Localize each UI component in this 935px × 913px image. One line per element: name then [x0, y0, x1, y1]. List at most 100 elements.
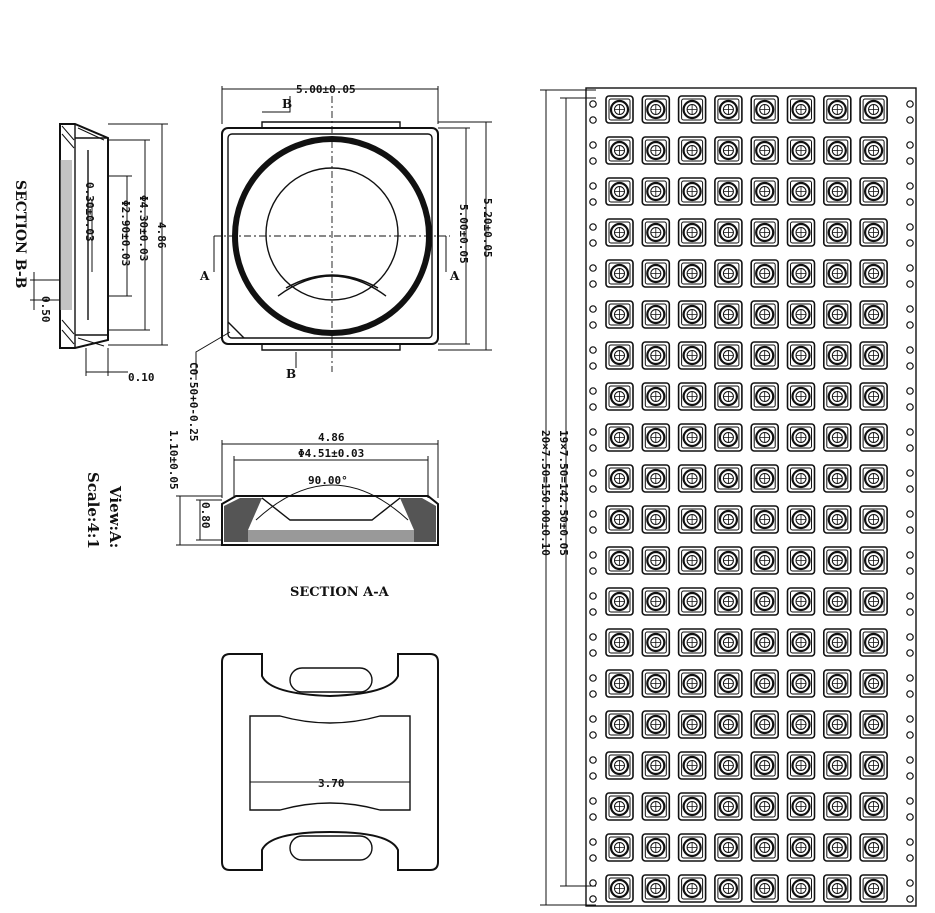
package-tabs: [261, 121, 401, 351]
sprocket-hole-right: [906, 633, 914, 641]
sprocket-hole-left: [589, 526, 597, 534]
tray-pocket: [786, 587, 816, 616]
tray-pocket: [822, 177, 852, 206]
tray-pocket: [605, 628, 634, 657]
sprocket-hole-left: [589, 223, 597, 231]
tray-pocket: [605, 669, 634, 698]
tray-pocket: [641, 464, 671, 493]
section-b-bottom-label: B: [286, 367, 296, 381]
chamfer-dim: C0.50+0-0.25: [187, 362, 200, 441]
tray-pocket: [605, 382, 634, 411]
sprocket-hole-left: [589, 141, 597, 149]
tray-pocket: [786, 505, 816, 534]
tray-pocket: [822, 628, 852, 657]
sprocket-hole-right: [906, 608, 914, 616]
section-b-dim-thickness: 0.30±0.03: [83, 182, 96, 242]
section-b-top-label: B: [282, 97, 292, 111]
section-b-inner-lines: [74, 124, 108, 348]
sprocket-hole-right: [906, 592, 914, 600]
tray-pocket: [605, 546, 634, 575]
tray-dim-lines: [540, 89, 596, 906]
sprocket-hole-left: [589, 198, 597, 206]
tray-pocket: [750, 259, 780, 288]
tray-pocket: [859, 874, 888, 903]
tray-pocket: [677, 546, 707, 575]
tray-pocket: [750, 136, 780, 165]
tray-pocket: [750, 792, 780, 821]
tray-pocket: [714, 95, 743, 124]
sprocket-hole-left: [589, 182, 597, 190]
sprocket-hole-right: [906, 116, 914, 124]
tray-pocket: [822, 505, 852, 534]
section-a-left-label: A: [199, 269, 210, 283]
tray-pocket: [641, 587, 671, 616]
top-height-dim-lines: [438, 121, 492, 351]
sprocket-hole-right: [906, 649, 914, 657]
sprocket-hole-left: [589, 157, 597, 165]
sprocket-hole-right: [906, 756, 914, 764]
section-b-dim-phi-inner: Φ2.90±0.03: [119, 200, 132, 266]
tray-pocket: [822, 669, 852, 698]
tray-pocket: [822, 259, 852, 288]
tray-pocket: [822, 382, 852, 411]
tray-pocket: [641, 259, 671, 288]
tray-pocket: [822, 95, 852, 124]
tray-pocket: [786, 669, 816, 698]
sprocket-hole-right: [906, 280, 914, 288]
tray-pocket: [641, 546, 671, 575]
section-b-top-marker: [262, 96, 291, 113]
tray-pocket: [677, 423, 707, 452]
sprocket-hole-right: [906, 715, 914, 723]
sprocket-hole-right: [906, 854, 914, 862]
sprocket-hole-left: [589, 305, 597, 313]
section-b-hatch: [60, 160, 72, 310]
tray-pocket: [786, 423, 816, 452]
tray-pocket: [605, 95, 634, 124]
tray-pocket: [822, 464, 852, 493]
sprocket-hole-left: [589, 731, 597, 739]
package-outline: [221, 127, 439, 345]
tray-pocket: [605, 300, 634, 329]
sprocket-hole-right: [906, 674, 914, 682]
sprocket-hole-right: [906, 141, 914, 149]
tray-pocket: [714, 505, 743, 534]
sprocket-hole-right: [906, 223, 914, 231]
bottom-dim-inner: 3.70: [318, 777, 345, 790]
tray-pocket: [714, 464, 743, 493]
tray-pocket: [786, 464, 816, 493]
tray-pocket: [677, 505, 707, 534]
sprocket-hole-left: [589, 403, 597, 411]
tray-pocket: [677, 751, 707, 780]
top-width-dim-lines: [221, 86, 439, 124]
sprocket-hole-right: [906, 469, 914, 477]
sprocket-hole-right: [906, 387, 914, 395]
tray-pocket: [605, 505, 634, 534]
sprocket-hole-left: [589, 116, 597, 124]
tray-pocket: [859, 218, 888, 247]
sprocket-hole-left: [589, 346, 597, 354]
tray-pocket: [786, 792, 816, 821]
sprocket-hole-left: [589, 321, 597, 329]
tray-pocket: [714, 136, 743, 165]
view-note: View:A: Scale:4:1: [84, 472, 124, 549]
tray-pocket: [750, 95, 780, 124]
section-a-height-lines: [176, 495, 222, 546]
tray-pocket: [605, 464, 634, 493]
section-a-right-label: A: [449, 269, 460, 283]
tray-pocket: [641, 177, 671, 206]
top-width-dim: 5.00±0.05: [296, 83, 356, 96]
sprocket-hole-left: [589, 551, 597, 559]
sprocket-hole-right: [906, 510, 914, 518]
section-b-dim-phi-outer: Φ4.30±0.03: [137, 195, 150, 261]
tray-pocket: [677, 259, 707, 288]
tray-pocket: [641, 874, 671, 903]
sprocket-hole-left: [589, 264, 597, 272]
tray-pocket: [859, 505, 888, 534]
angle-arc: [255, 484, 409, 521]
sprocket-hole-left: [589, 444, 597, 452]
tray-pocket: [605, 177, 634, 206]
sprocket-hole-left: [589, 813, 597, 821]
tray-pocket: [786, 136, 816, 165]
tray-pocket: [677, 792, 707, 821]
tray-pocket: [786, 833, 816, 862]
